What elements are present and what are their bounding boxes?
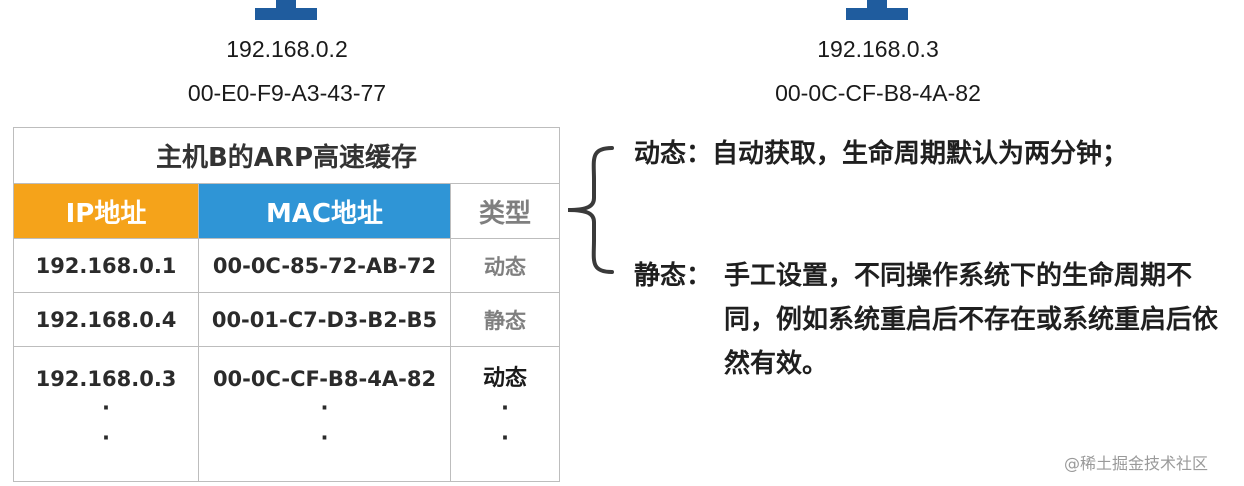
ellipsis-dot: · [501,426,509,450]
cell-mac: 00-0C-CF-B8-4A-82 [212,367,437,391]
ellipsis-dot: · [501,396,509,420]
dynamic-label: 动态： [634,139,713,169]
host-right-ip: 192.168.0.3 [817,36,939,62]
host-left-ip: 192.168.0.2 [226,36,348,62]
static-note: 静态： 手工设置，不同操作系统下的生命周期不同，例如系统重启后不存在或系统重启后… [634,254,1234,379]
ellipsis-dot: · [320,426,329,450]
table-row: 192.168.0.3 · · 00-0C-CF-B8-4A-82 · · 动态… [13,346,560,482]
header-ip: IP地址 [13,183,199,239]
ellipsis-dot: · [102,396,110,420]
cell-ip: 192.168.0.1 [13,238,199,293]
curly-brace-icon [567,146,614,274]
dynamic-note: 动态：自动获取，生命周期默认为两分钟； [634,132,1128,176]
dynamic-text: 自动获取，生命周期默认为两分钟； [712,139,1129,169]
arp-cache-table: 主机B的ARP高速缓存 IP地址 MAC地址 类型 192.168.0.1 00… [13,127,560,482]
table-title: 主机B的ARP高速缓存 [13,127,560,184]
host-left-mac: 00-E0-F9-A3-43-77 [187,80,387,106]
static-label: 静态： [634,261,713,291]
cell-type: 动态 [482,366,527,391]
computer-icon [255,0,317,20]
cell-type: 静态 [450,292,560,347]
header-type: 类型 [450,183,560,239]
computer-icon [846,0,908,20]
ellipsis-dot: · [320,396,329,420]
cell-mac: 00-01-C7-D3-B2-B5 [198,292,451,347]
cell-ip: 192.168.0.4 [13,292,199,347]
cell-mac: 00-0C-85-72-AB-72 [198,238,451,293]
table-row: 192.168.0.1 00-0C-85-72-AB-72 动态 [13,238,560,293]
cell-type: 动态 [450,238,560,293]
host-right-mac: 00-0C-CF-B8-4A-82 [775,80,981,106]
header-mac: MAC地址 [198,183,451,239]
static-text: 手工设置，不同操作系统下的生命周期不同，例如系统重启后不存在或系统重启后依然有效… [724,261,1219,379]
table-row: 192.168.0.4 00-01-C7-D3-B2-B5 静态 [13,292,560,347]
cell-ip: 192.168.0.3 [35,367,177,391]
ellipsis-dot: · [102,426,110,450]
watermark: @稀土掘金技术社区 [1064,454,1209,473]
